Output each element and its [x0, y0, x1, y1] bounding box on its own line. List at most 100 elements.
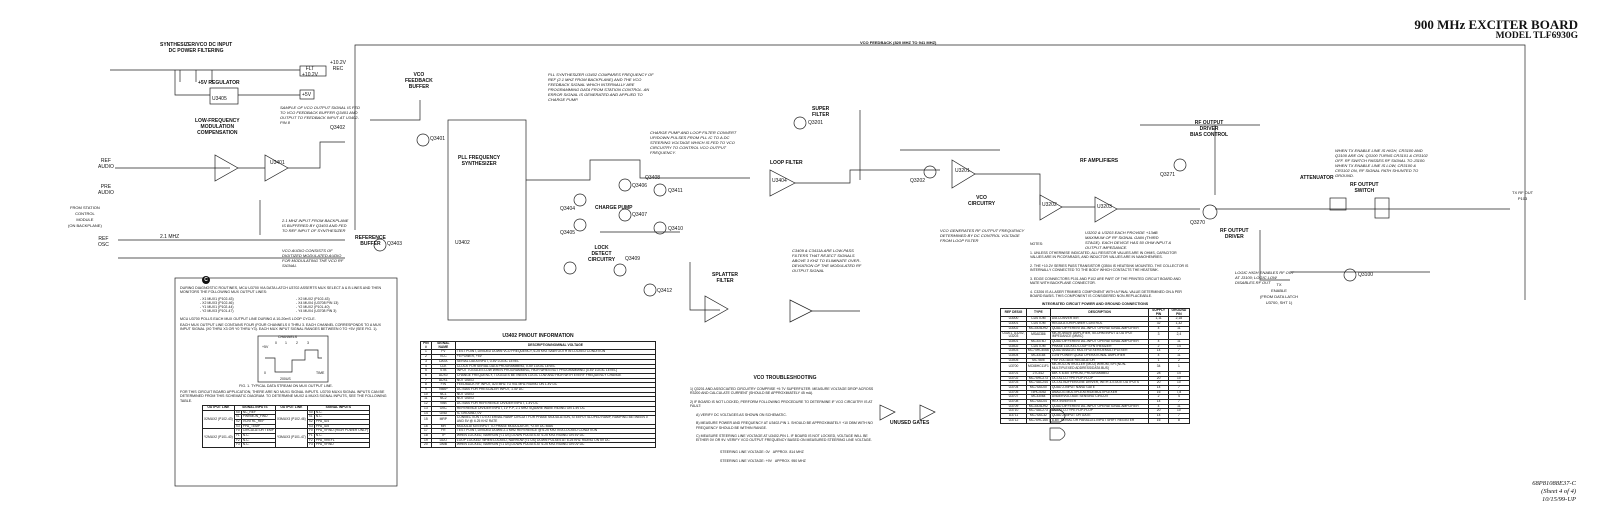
- transistors: [373, 116, 1357, 297]
- mux-signal: PPA_VFWD: [313, 442, 371, 449]
- diag-p3: EACH MUX OUTPUT LINE CONTAINS FOUR (FOUR…: [180, 323, 382, 332]
- pll-ic-box: [447, 119, 527, 321]
- q-label: Q3201: [808, 120, 824, 126]
- u-label: U3401: [270, 160, 285, 166]
- fig-ch: 1: [285, 340, 287, 345]
- q-label: Q3270: [1190, 220, 1206, 226]
- ts-item: 2) IF BOARD IS NOT LOCKED, PERFORM FOLLO…: [690, 399, 873, 409]
- q-label: Q3100: [1358, 272, 1374, 278]
- mux-line: - X2 MUX3 (P102-46): [200, 300, 234, 305]
- steering-freq: APPROX. 950 MHZ: [774, 458, 806, 463]
- ic-cell: 8: [1167, 417, 1191, 424]
- ts-item: A) VERIFY DC VOLTAGES AS SHOWN ON SCHEMA…: [696, 412, 787, 417]
- diagnostic-notes: C DURING DIAGNOSTIC ROUTINES, MCU U3700 …: [180, 276, 392, 449]
- ic-cell: 34: [1148, 362, 1169, 372]
- q-label: Q3402: [330, 125, 346, 131]
- revision-date: 10/15/99-UP: [1542, 496, 1576, 503]
- q-label: Q3271: [1160, 172, 1176, 178]
- u-label: U3202: [1042, 202, 1057, 208]
- mux-channel: Y3: [233, 442, 242, 449]
- figure-1: CHANNELS 0 1 2 3 +5V 0 TIME 200uS: [180, 334, 392, 384]
- mux-line: - X4 MUX4 (U3708 PIN 13): [296, 300, 339, 305]
- block-charge-pump: CHARGE PUMP: [595, 205, 633, 211]
- note-vco-freq: VCO GENERATES RF OUTPUT FREQUENCY DETERM…: [940, 228, 1025, 243]
- diag-p2: MCU U3700 POLLS EACH MUX OUTPUT LINE DUR…: [180, 316, 316, 321]
- ic-cell: 3: [1148, 330, 1169, 340]
- ic-cell: U3712: [1000, 417, 1027, 424]
- ic-cell: U3201, U3202, U3203: [1000, 330, 1027, 340]
- ic-cell: 8-BIT SERIAL OR PARALLEL INPUT SHIFT REG…: [1049, 417, 1150, 424]
- pinout-cell: DMB: [430, 442, 456, 449]
- q-label: Q3403: [387, 241, 403, 247]
- pinout-title: U3402 PINOUT INFORMATION: [502, 333, 574, 339]
- u-label: U3404: [772, 178, 787, 184]
- pinout-header: SIGNAL NAME: [430, 340, 456, 351]
- note-amp: U3202 & U3203 EACH PROVIDE +13dB MAXIMUM…: [1085, 230, 1172, 250]
- note-enable: LOGIC HIGH ENABLES RF OUT AT J3100; LOGI…: [1235, 270, 1295, 285]
- block-loop-filter: LOOP FILTER: [770, 160, 803, 166]
- block-dc-filter: SYNTHESIZER/VCO DC INPUT DC POWER FILTER…: [160, 42, 233, 54]
- ic-header: GROUND PIN: [1167, 307, 1191, 318]
- mux-line: - Y2 MUX2 (P101-40): [296, 305, 330, 310]
- ic-table-title: INTEGRATED CIRCUIT POWER AND GROUND CONN…: [1041, 302, 1149, 306]
- q-label: Q3410: [668, 226, 684, 232]
- block-rf-switch: RF OUTPUT SWITCH: [1350, 182, 1379, 194]
- u-label: U3203: [1097, 204, 1112, 210]
- block-vco: VCO CIRCUITRY: [968, 195, 996, 207]
- flt-label: FLT +10.2V: [302, 66, 318, 78]
- block-ref-buffer: REFERENCE BUFFER: [355, 235, 386, 247]
- fig-us: 200uS: [280, 376, 291, 381]
- rf-out-connector: TX RF OUT P103: [1512, 190, 1534, 201]
- mhz-label: 2.1 MHZ: [160, 234, 180, 240]
- mux-line: - X1 MUX1 (P102-43): [200, 296, 234, 301]
- vco-feedback-label: VCO FEEDBACK (820 MHZ TO 941 MHZ): [860, 40, 937, 45]
- ic-cell: 2,4: [1167, 330, 1191, 340]
- mux-output-line: Y3MUX3 (P101-47): [274, 428, 308, 449]
- steering-voltage: STEERING LINE VOLTAGE: 0V: [720, 450, 770, 455]
- fig-ch: 0: [275, 340, 277, 345]
- block-regulator: +5V REGULATOR: [198, 80, 240, 86]
- fig-v: +5V: [262, 344, 269, 349]
- q-label: Q3412: [657, 288, 673, 294]
- diagnostic-figure-box: [174, 277, 398, 487]
- mux-signal: PPA_VFWD (HIGH POWER ONLY): [313, 428, 371, 435]
- steering-voltage: STEERING LINE VOLTAGE: +9V: [720, 458, 772, 463]
- main-signal-path: [115, 100, 1510, 323]
- ic-cell: MC3303DR2: [1025, 325, 1051, 332]
- block-super-filter: SUPER FILTER: [812, 106, 830, 118]
- mux-channel: Y3: [306, 442, 315, 449]
- fig-zero: 0: [264, 370, 266, 375]
- board-model: MODEL TLF6930G: [1495, 31, 1578, 41]
- dc-input-wiring: [110, 65, 327, 105]
- q-label: Q3401: [430, 136, 446, 142]
- fig-caption: FIG. 1. TYPICAL DATA STREAM ON MUX OUTPU…: [239, 383, 333, 388]
- ts-item: 1) Q3201 AND ASSOCIATED CIRCUITRY COMPRI…: [690, 386, 874, 396]
- diag-p1: DURING DIAGNOSTIC ROUTINES, MCU U3700 VI…: [180, 286, 382, 295]
- ic-cell: 1: [1167, 362, 1191, 372]
- pre-audio-input: PRE AUDIO: [98, 184, 114, 196]
- mux-line: - Y4 MUX4 (U3708 PIN 3): [296, 309, 337, 314]
- block-bias-control: RF OUTPUT DRIVER BIAS CONTROL: [1190, 120, 1229, 138]
- ic-cell: MC74HC165: [1025, 417, 1051, 424]
- mux-line: - Y1 MUX1 (P102-44): [200, 305, 234, 310]
- block-lock-detect: LOCK DETECT CIRCUITRY: [588, 245, 616, 263]
- diagnostic-marker: C: [202, 276, 210, 284]
- ic-cell: U3700: [1000, 362, 1027, 372]
- block-pll: PLL FREQUENCY SYNTHESIZER: [458, 155, 501, 167]
- q-label: Q3405: [560, 230, 576, 236]
- rec-label: +10.2V REC: [330, 60, 346, 72]
- q-label: Q3408: [645, 175, 661, 181]
- q-label: Q3409: [625, 256, 641, 262]
- mux-signal: N.C.: [240, 442, 276, 449]
- part-number: 68P81088E37-C: [1532, 480, 1576, 487]
- pinout-section: U3402 PINOUT INFORMATION PIN #SIGNAL NAM…: [420, 333, 657, 449]
- sheet-number: (Sheet 4 of 4): [1541, 488, 1576, 495]
